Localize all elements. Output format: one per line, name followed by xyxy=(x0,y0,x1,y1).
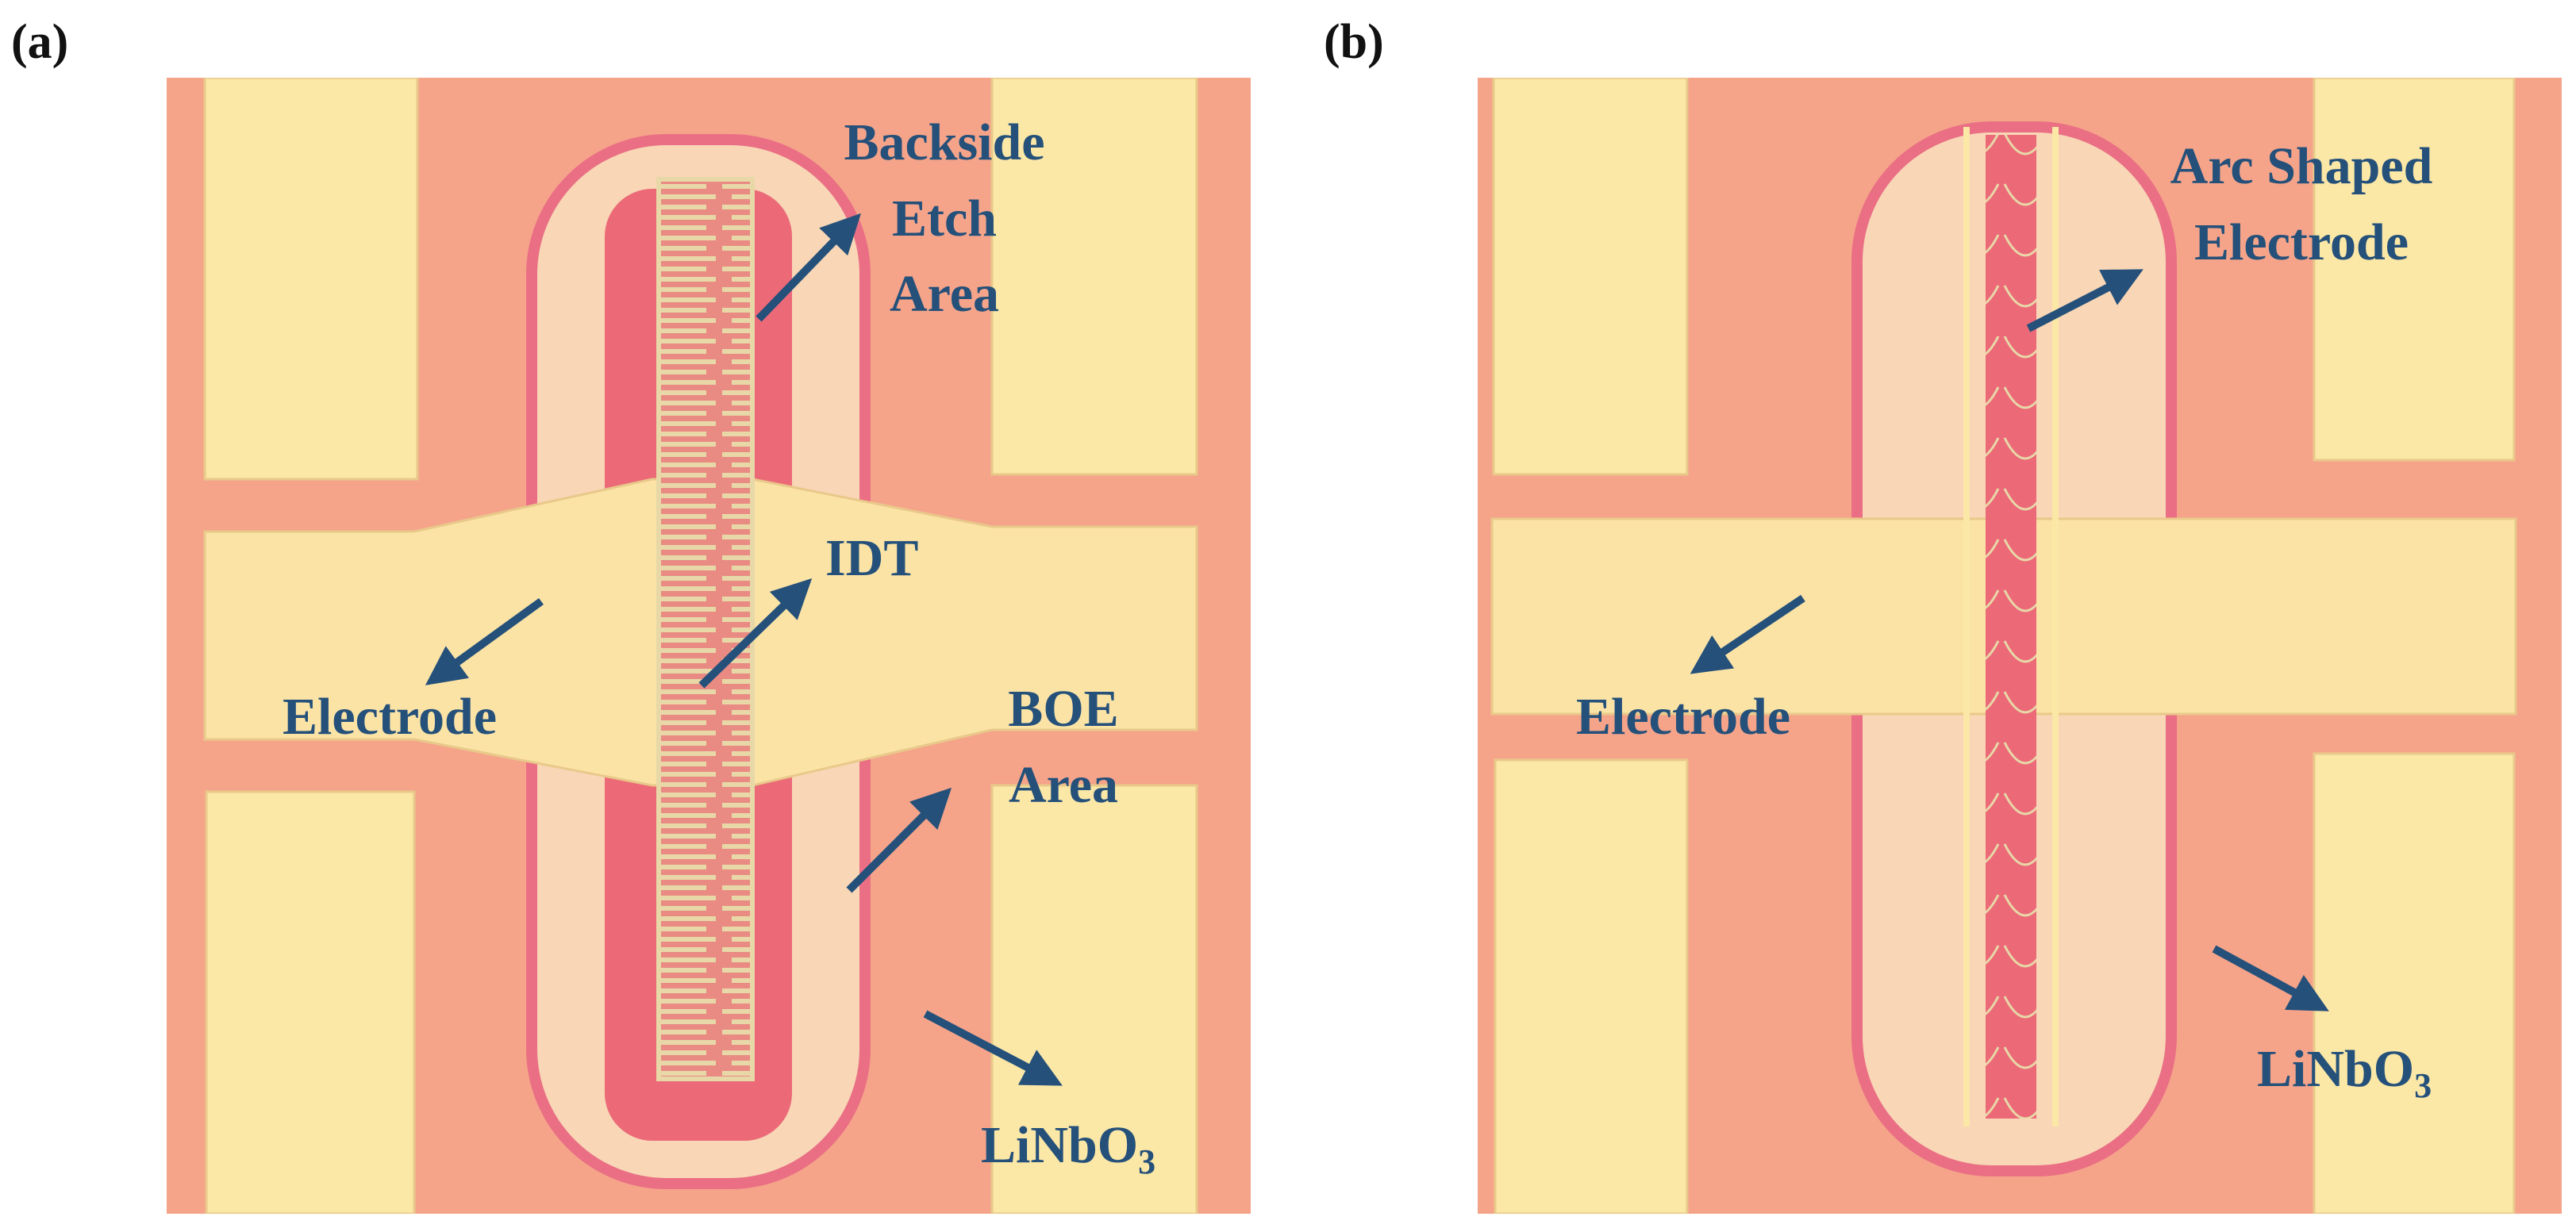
arrow-icon xyxy=(846,787,952,893)
idt-a xyxy=(656,177,755,1081)
pad-bottom-left-a xyxy=(205,790,416,1214)
pad-bottom-right-b xyxy=(2313,752,2516,1214)
electrode-label-a: Electrode xyxy=(283,688,498,746)
bus-bar-right-b xyxy=(2052,127,2059,1126)
device-image-a xyxy=(167,78,1251,1214)
pad-top-right-b xyxy=(2313,78,2516,462)
idt-label: IDT xyxy=(825,529,919,587)
micrograph-b xyxy=(1478,78,2562,1214)
boe-area-label: BOE Area xyxy=(1008,680,1119,814)
arrow-icon xyxy=(2026,269,2143,332)
arc-electrode-b xyxy=(1986,135,2036,1119)
panel-b-label: (b) xyxy=(1324,15,1384,69)
electrode-label-b: Electrode xyxy=(1576,688,1791,746)
panel-a-label: (a) xyxy=(11,15,69,69)
substrate-label-a: LiNbO3 xyxy=(981,1116,1156,1181)
pad-bottom-right-a xyxy=(990,784,1198,1214)
device-image-b xyxy=(1478,78,2562,1214)
arc-electrode-label: Arc Shaped Electrode xyxy=(2170,137,2433,271)
arrow-icon xyxy=(425,597,544,685)
arrow-icon xyxy=(755,213,861,322)
substrate-label-b: LiNbO3 xyxy=(2257,1040,2432,1105)
pad-top-left-b xyxy=(1492,78,1689,476)
bus-bar-left-b xyxy=(1963,127,1970,1126)
arrow-icon xyxy=(698,578,813,689)
backside-etch-label: Backside Etch Area xyxy=(844,113,1045,324)
pad-bottom-left-b xyxy=(1494,758,1689,1214)
pad-top-left-a xyxy=(203,78,419,481)
arrow-icon xyxy=(2212,945,2329,1011)
micrograph-a xyxy=(167,78,1251,1214)
pad-top-right-a xyxy=(990,78,1198,476)
arrow-icon xyxy=(1690,594,1805,674)
arrow-icon xyxy=(923,1010,1063,1086)
